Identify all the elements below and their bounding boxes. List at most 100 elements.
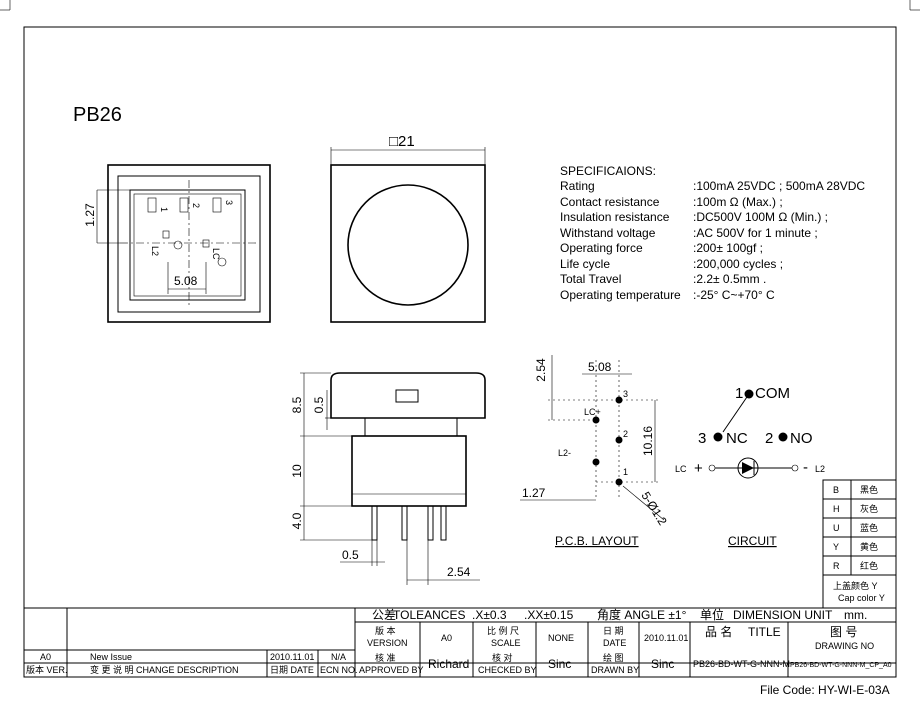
color-code: U — [833, 523, 840, 533]
drawn-val: Sinc — [651, 657, 674, 671]
hdr-ecn: ECN NO. — [320, 665, 358, 675]
dim-1-27-bottom: 1.27 — [83, 203, 97, 227]
color-code: H — [833, 504, 840, 514]
pcb-pin1: 1 — [623, 467, 628, 477]
tol-x: .X±0.3 — [472, 608, 507, 622]
pcb-layout-label: P.C.B. LAYOUT — [555, 534, 639, 548]
scale-cn: 比 例 尺 — [487, 625, 519, 636]
spec-key: Rating — [560, 179, 595, 193]
color-name: 红色 — [860, 560, 878, 571]
appr-cn: 核 准 — [375, 652, 396, 663]
dwg-val: PB26-BD-WT-G-NNN-M_CP_A0 — [790, 662, 892, 669]
rev-version: A0 — [40, 652, 51, 662]
tol-xx: .XX±0.15 — [524, 608, 574, 622]
spec-value: :DC500V 100M Ω (Min.) ; — [693, 210, 828, 224]
dim-10: 10 — [290, 464, 304, 478]
spec-key: Insulation resistance — [560, 210, 670, 224]
unit-en: DIMENSION UNIT — [733, 608, 833, 622]
circuit-pin2: 2 — [765, 430, 773, 447]
pcb-dim-1-27: 1.27 — [522, 486, 546, 500]
dim-5-08-bottom: 5.08 — [174, 274, 198, 288]
spec-value: :100m Ω (Max.) ; — [693, 195, 783, 209]
circuit-diagram: 1 COM 3 NC 2 NO LC + - L2 CIRCUIT — [675, 385, 825, 548]
part-title: PB26 — [73, 104, 122, 126]
pcb-dim-2-54: 2.54 — [534, 358, 548, 382]
cap-color-cn: 上盖颜色 Y — [833, 580, 878, 591]
dim-21-top: □21 — [389, 133, 415, 150]
dwg-en: DRAWING NO — [815, 641, 874, 651]
file-code: File Code: HY-WI-E-03A — [760, 683, 890, 697]
color-code-table: B 黑色 H 灰色 U 蓝色 Y 黄色 R 红色 上盖颜色 Y Cap colo… — [822, 479, 897, 609]
pcb-layout: 2.54 5.08 10.16 1.27 5-Ø1.2 LC+ L2- 3 2 … — [520, 355, 670, 548]
hdr-ver: 版本 VER. — [26, 664, 68, 675]
circuit-label: CIRCUIT — [728, 534, 777, 548]
color-name: 黄色 — [860, 541, 878, 552]
spec-key: Total Travel — [560, 272, 621, 286]
spec-heading: SPECIFICAIONS: — [560, 164, 656, 178]
chk-en: CHECKED BY — [478, 665, 537, 675]
pcb-pin3: 3 — [623, 389, 628, 399]
tol-en: TOLEANCES — [393, 608, 465, 622]
bottom-view: 1 2 3 L2 LC 1.27 5.08 — [83, 164, 271, 323]
date-val: 2010.11.01 — [644, 633, 688, 643]
pcb-lc-plus: LC+ — [584, 407, 601, 417]
dim-4-0: 4.0 — [290, 512, 304, 529]
rev-ecn: N/A — [331, 652, 346, 662]
appr-val: Richard — [428, 657, 469, 671]
ver-cn: 版 本 — [375, 625, 396, 636]
dwg-cn: 图 号 — [830, 625, 857, 639]
hdr-desc: 变 更 说 明 CHANGE DESCRIPTION — [90, 664, 239, 675]
title-en: TITLE — [748, 625, 781, 639]
circuit-nc: NC — [726, 430, 748, 447]
circuit-plus: + — [694, 460, 703, 477]
spec-value: :100mA 25VDC ; 500mA 28VDC — [693, 179, 865, 193]
tol-cn: 公差 — [372, 608, 396, 622]
dim-8-5: 8.5 — [290, 396, 304, 413]
color-name: 黑色 — [860, 484, 878, 495]
bottom-pin2: 2 — [191, 203, 201, 208]
spec-key: Withstand voltage — [560, 226, 656, 240]
bottom-pin3: 3 — [224, 200, 234, 205]
spec-key: Operating temperature — [560, 288, 681, 302]
title-val: PB26-BD-WT-G-NNN-M — [693, 659, 790, 669]
spec-value: :AC 500V for 1 minute ; — [693, 226, 818, 240]
dim-0-5-side: 0.5 — [312, 396, 326, 413]
hdr-date: 日期 DATE — [270, 665, 314, 675]
scale-val: NONE — [548, 633, 574, 643]
title-cn: 品 名 — [705, 624, 732, 639]
spec-value: :2.2± 0.5mm . — [693, 272, 766, 286]
circuit-l2: L2 — [815, 464, 825, 474]
top-view: □21 — [330, 133, 486, 323]
ver-val: A0 — [441, 633, 452, 643]
bottom-pin1: 1 — [159, 207, 169, 212]
pcb-l2-minus: L2- — [558, 448, 571, 458]
bottom-l2-label: L2 — [150, 246, 160, 256]
title-block: 公差 TOLEANCES .X±0.3 .XX±0.15 角度 ANGLE ±1… — [23, 607, 897, 678]
spec-value: :200,000 cycles ; — [693, 257, 783, 271]
bottom-lc-label: LC — [211, 248, 221, 260]
color-code: B — [833, 485, 839, 495]
circuit-minus: - — [803, 459, 808, 476]
unit-cn: 单位 — [700, 607, 724, 622]
pcb-pin2: 2 — [623, 429, 628, 439]
rev-date: 2010.11.01 — [270, 652, 314, 662]
color-name: 灰色 — [860, 503, 878, 514]
spec-key: Contact resistance — [560, 195, 660, 209]
drawn-en: DRAWN BY — [591, 665, 639, 675]
spec-value: :-25° C~+70° C — [693, 288, 775, 302]
spec-key: Life cycle — [560, 257, 610, 271]
drawn-cn: 绘 图 — [603, 652, 624, 663]
circuit-no: NO — [790, 430, 813, 447]
rev-description: New Issue — [90, 652, 132, 662]
date-cn: 日 期 — [603, 626, 624, 636]
side-view: 8.5 10 4.0 0.5 0.5 2.54 — [290, 372, 486, 585]
chk-val: Sinc — [548, 657, 571, 671]
pcb-hole-size: 5-Ø1.2 — [638, 489, 669, 528]
dim-0-5-pin: 0.5 — [342, 548, 359, 562]
scale-en: SCALE — [491, 638, 521, 648]
unit-val: mm. — [844, 608, 867, 622]
appr-en: APPROVED BY — [359, 665, 424, 675]
circuit-lc: LC — [675, 464, 687, 474]
circuit-pin1: 1 — [735, 385, 743, 402]
specifications-block: SPECIFICAIONS: Rating :100mA 25VDC ; 500… — [560, 164, 865, 302]
